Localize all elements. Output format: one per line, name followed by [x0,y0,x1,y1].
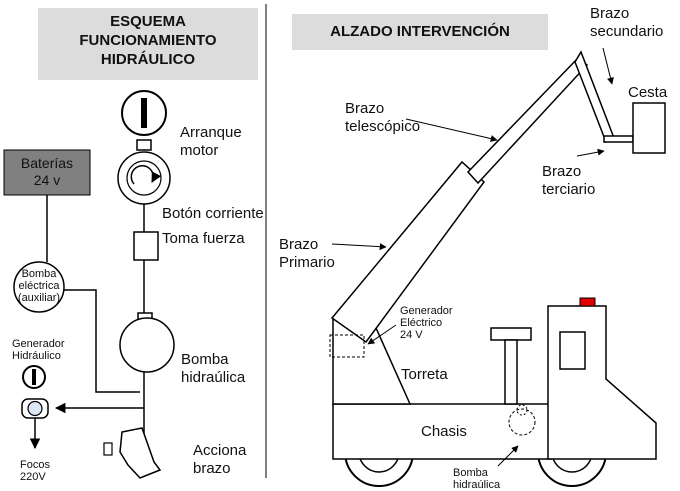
cab [547,305,657,460]
tertiary-arm [603,135,634,143]
label-bomba-hidraulica-left: Bomba hidraúlica [181,351,246,386]
hydraulic-pump-circle [119,317,175,373]
hydraulic-scheme [3,90,175,479]
basket [632,102,666,154]
electric-generator-box [329,334,365,358]
secondary-arm [574,50,615,144]
label-torreta: Torreta [401,366,448,383]
label-brazo-secundario: Brazo secundario [590,5,664,40]
label-cesta: Cesta [628,84,668,101]
label-arranque-motor: Arranque motor [180,124,242,159]
label-brazo-telescopico: Brazo telescópico [345,100,421,135]
label-bomba-electrica: Bomba eléctrica (auxiliar) [17,268,61,304]
left-panel-title: ESQUEMA FUNCIONAMIENTO HIDRÁULICO [38,8,258,80]
hydraulic-pump-dashed [508,408,536,436]
label-acciona-brazo: Acciona brazo [193,442,247,477]
label-generador-hidraulico: Generador Hidráulico [12,338,65,362]
label-brazo-primario: Brazo Primario [279,236,335,271]
beacon-light [579,297,596,307]
actuator-icon [119,427,162,479]
label-focos: Focos 220V [20,459,50,483]
electric-pump-circle [13,261,65,313]
truck-elevation [329,47,666,487]
label-bomba-hidraulica-right: Bomba hidraúlica [453,467,501,491]
label-boton-corriente: Botón corriente [162,205,264,222]
pto-box [133,231,159,261]
label-brazo-terciario: Brazo terciario [542,163,596,198]
label-toma-fuerza: Toma fuerza [162,230,245,247]
label-generador-electrico: Generador Eléctrico 24 V [400,305,453,341]
telescopic-arm [466,56,589,185]
label-baterias: Baterías 24 v [20,155,74,188]
primary-arm [330,160,486,344]
right-panel-title: ALZADO INTERVENCIÓN [292,14,548,50]
label-chasis: Chasis [421,423,467,440]
